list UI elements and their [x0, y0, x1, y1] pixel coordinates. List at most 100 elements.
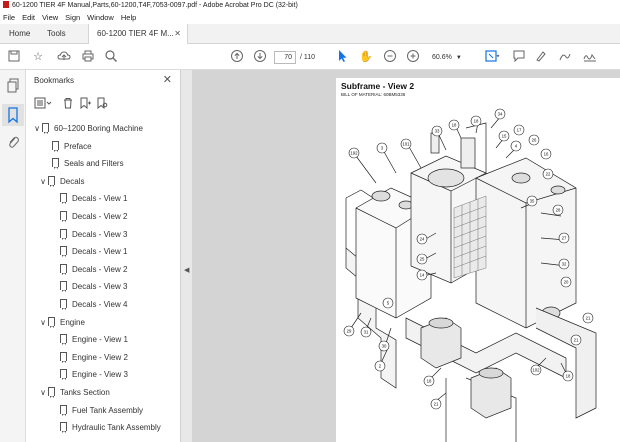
- sign-icon[interactable]: [582, 49, 598, 65]
- draw-icon[interactable]: [557, 49, 573, 65]
- highlight-pen-icon[interactable]: [533, 49, 549, 65]
- chevron-down-icon[interactable]: ∨: [40, 176, 46, 186]
- bookmark-item[interactable]: Decals - View 4: [60, 296, 127, 313]
- part-callout: 29: [343, 325, 355, 337]
- bookmark-icon: [52, 158, 59, 170]
- bookmark-label: Decals - View 4: [72, 300, 128, 309]
- save-icon[interactable]: [6, 49, 22, 65]
- bookmark-item[interactable]: Decals - View 3: [60, 278, 127, 295]
- bookmark-item[interactable]: Decals - View 1: [60, 190, 127, 207]
- page-heading: Subframe - View 2: [341, 81, 415, 91]
- tab-home[interactable]: Home: [9, 29, 31, 38]
- bookmark-item[interactable]: Preface: [52, 138, 92, 155]
- bookmark-icon: [60, 404, 67, 416]
- bookmark-item[interactable]: ∨60–1200 Boring Machine: [32, 120, 143, 137]
- bookmark-item[interactable]: ∨ Engine: [38, 314, 85, 331]
- part-callout: 33: [431, 125, 443, 137]
- part-callout: 30: [378, 340, 390, 352]
- toolbar: ☆ 70 / 110 ✋ 60.6%▼: [0, 44, 620, 70]
- callout-number: 32: [562, 262, 567, 267]
- tab-document[interactable]: 60-1200 TIER 4F M... ✕: [88, 24, 188, 45]
- part-callout: 34: [494, 108, 506, 120]
- bookmark-label: Decals - View 3: [72, 229, 128, 239]
- callout-number: 17: [517, 128, 522, 133]
- zoom-in-icon[interactable]: [405, 49, 421, 65]
- bookmark-item[interactable]: Decals - View 2: [60, 208, 127, 225]
- part-callout: 102: [530, 364, 542, 376]
- bookmark-label: Engine - View 2: [72, 352, 128, 362]
- bookmark-label: Hydraulic Tank Assembly: [72, 423, 161, 433]
- part-callout: 4: [510, 140, 522, 152]
- menu-help[interactable]: Help: [120, 13, 137, 22]
- callout-number: 21: [586, 316, 591, 321]
- menu-sign[interactable]: Sign: [65, 13, 81, 22]
- menu-view[interactable]: View: [42, 13, 59, 22]
- bookmark-item[interactable]: ∨Tanks Section: [38, 384, 110, 401]
- new-bookmark-icon[interactable]: [79, 96, 91, 114]
- bookmark-icon: [52, 140, 59, 152]
- close-icon[interactable]: ✕: [162, 74, 172, 86]
- left-navigation-rail: [0, 70, 26, 442]
- bookmark-label: Fuel Tank Assembly: [72, 405, 143, 415]
- window-title-bar: 60-1200 TIER 4F Manual,Parts,60-1200,T4F…: [0, 0, 620, 11]
- delete-trash-icon[interactable]: [62, 96, 74, 114]
- page-fit-icon[interactable]: [484, 49, 500, 65]
- attachments-paperclip-icon[interactable]: [6, 134, 20, 155]
- part-callout: 18: [562, 370, 574, 382]
- bookmark-item[interactable]: Engine - View 3: [60, 366, 128, 383]
- zoom-level-select[interactable]: 60.6%▼: [432, 51, 466, 64]
- bookmarks-panel: Bookmarks ✕ ∨60–1200 Boring Machine Pref…: [26, 70, 203, 442]
- bookmark-label: Engine: [60, 317, 85, 327]
- part-callout: 14: [416, 269, 428, 281]
- callout-number: 26: [532, 138, 537, 143]
- upload-cloud-icon[interactable]: [56, 49, 72, 65]
- bookmark-item[interactable]: Decals - View 3: [60, 226, 127, 243]
- bookmarks-panel-icon[interactable]: [2, 104, 24, 126]
- menu-file[interactable]: File: [3, 13, 16, 22]
- bookmark-item[interactable]: Decals - View 1: [60, 243, 127, 260]
- part-callout: 27: [558, 232, 570, 244]
- callout-number: 20: [564, 280, 569, 285]
- bookmark-icon: [60, 299, 67, 310]
- bookmark-item[interactable]: Engine - View 2: [60, 349, 128, 366]
- bookmark-item[interactable]: Engine - View 1: [60, 331, 128, 348]
- hand-tool-icon[interactable]: ✋: [359, 51, 373, 63]
- bookmark-item[interactable]: Fuel Tank Assembly: [60, 402, 143, 419]
- bookmark-star-icon[interactable]: ☆: [33, 51, 43, 63]
- page-number-input[interactable]: 70: [274, 51, 296, 64]
- callout-number: 14: [420, 273, 425, 278]
- menu-window[interactable]: Window: [87, 13, 114, 22]
- bookmark-item[interactable]: Decals - View 2: [60, 261, 127, 278]
- callout-number: 4: [515, 144, 518, 149]
- tab-close-icon[interactable]: ✕: [174, 29, 181, 38]
- bookmark-item[interactable]: Seals and Filters: [52, 155, 124, 172]
- zoom-out-icon[interactable]: [382, 49, 398, 65]
- bookmark-item[interactable]: Hydraulic Tank Assembly: [60, 419, 161, 436]
- select-cursor-icon[interactable]: [334, 49, 350, 65]
- search-icon[interactable]: [103, 49, 119, 65]
- chevron-down-icon[interactable]: ∨: [34, 124, 40, 133]
- part-callout: 192: [348, 147, 360, 159]
- panel-splitter[interactable]: ◀: [180, 70, 192, 442]
- bookmark-icon: [48, 175, 55, 187]
- bookmark-label: Decals - View 2: [72, 264, 128, 274]
- bookmark-label: Engine - View 1: [72, 335, 128, 345]
- menu-edit[interactable]: Edit: [22, 13, 36, 22]
- tab-tools[interactable]: Tools: [47, 29, 66, 38]
- options-menu-icon[interactable]: [34, 96, 52, 114]
- bookmark-label: Decals: [60, 176, 85, 186]
- bookmark-icon: [60, 263, 67, 275]
- chevron-down-icon[interactable]: ∨: [40, 388, 46, 397]
- comment-icon[interactable]: [511, 49, 527, 65]
- print-icon[interactable]: [80, 49, 96, 65]
- part-callout: 28: [552, 204, 564, 216]
- page-thumbnails-icon[interactable]: [6, 78, 20, 99]
- collapse-panel-icon[interactable]: ◀: [184, 267, 190, 274]
- bookmark-item[interactable]: ∨ Decals: [38, 173, 84, 190]
- chevron-down-icon[interactable]: ∨: [40, 317, 46, 327]
- page-down-icon[interactable]: [252, 49, 268, 65]
- page-up-icon[interactable]: [229, 49, 245, 65]
- part-callout: 26: [528, 134, 540, 146]
- bookmark-search-icon[interactable]: [96, 96, 108, 114]
- document-view[interactable]: Subframe - View 2 BILL OF MATERIAL: 60BM…: [192, 70, 620, 442]
